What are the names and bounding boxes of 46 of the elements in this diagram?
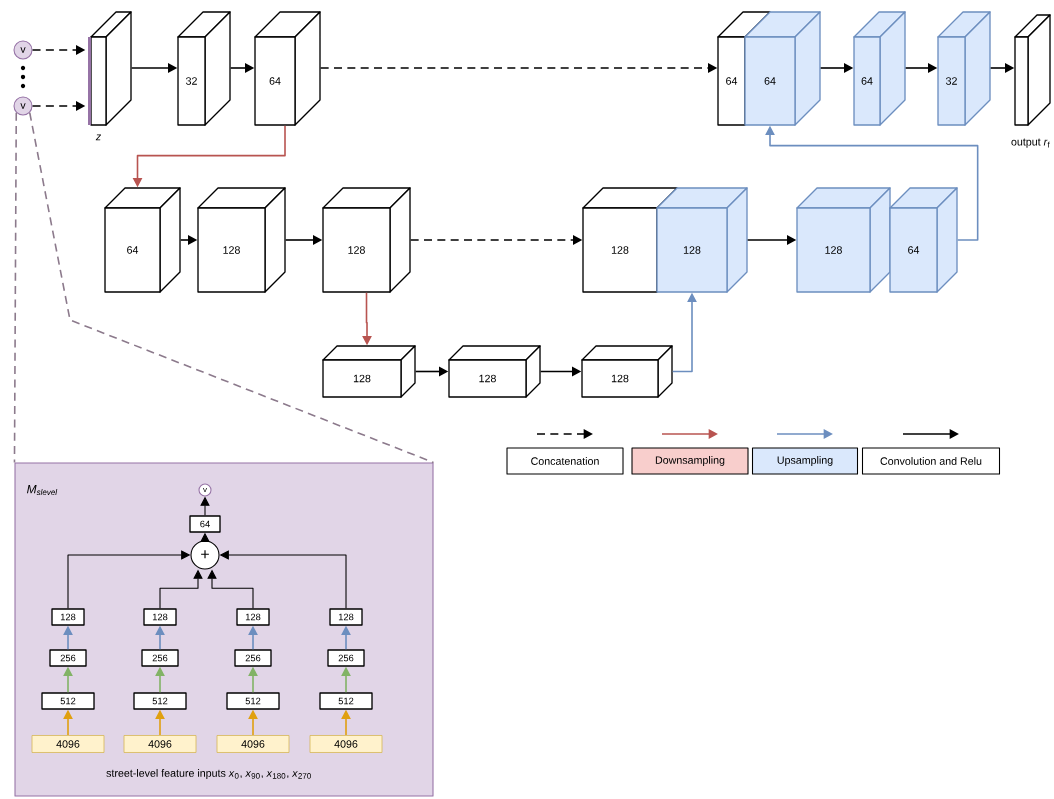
input-box: 4096 (123, 735, 197, 753)
layer-block (88, 11, 132, 126)
layer-box: 128 (329, 608, 363, 626)
layer-block: 128 (322, 187, 411, 293)
node-label: 32 (185, 77, 197, 85)
layer-block: 128 (197, 187, 286, 293)
output-label: output r$_{f}$ (1011, 138, 1050, 148)
caption-text: street-level feature inputs x$_{0}$, x$_{90}$, x$_{180}$, x$_{270}$ (106, 769, 311, 779)
legend-box: Convolution and Relu (861, 447, 1001, 475)
node-label: 32 (945, 77, 957, 85)
layer-block: 128 (448, 345, 541, 398)
layer-box: 512 (41, 692, 95, 710)
layer-block: 128 (582, 187, 678, 293)
layer-block: 64 (254, 11, 321, 126)
layer-block: 32 (937, 11, 991, 126)
layer-block: 64 (104, 187, 181, 293)
layer-block (1014, 14, 1051, 126)
layer-block: 128 (322, 345, 416, 398)
layer-box: 64 (189, 515, 221, 533)
legend-box: Concatenation (506, 447, 624, 475)
layer-block: 128 (656, 187, 748, 293)
layer-block: 64 (889, 187, 958, 293)
layer-box: 128 (143, 608, 177, 626)
layer-box: 256 (327, 649, 365, 667)
layer-box: 128 (236, 608, 270, 626)
layer-box: 128 (51, 608, 85, 626)
layer-block: 128 (796, 187, 891, 293)
layer-block: 64 (744, 11, 821, 126)
layer-box: 512 (226, 692, 280, 710)
layer-box: 256 (234, 649, 272, 667)
block-label: z (95, 134, 102, 141)
input-box: 4096 (216, 735, 290, 753)
input-box: 4096 (31, 735, 105, 753)
layer-box: 256 (49, 649, 87, 667)
node-label: 64 (861, 77, 873, 85)
layer-box: 512 (133, 692, 187, 710)
layer-block: 128 (581, 345, 673, 398)
zoom-line (28, 111, 435, 464)
layer-block: 64 (853, 11, 906, 126)
layer-block: 32 (177, 11, 231, 126)
zoom-line (13, 111, 18, 464)
legend-box: Downsampling (631, 447, 749, 475)
input-box: 4096 (309, 735, 383, 753)
legend-box: Upsampling (751, 447, 859, 475)
layer-box: 512 (319, 692, 373, 710)
layer-box: 256 (141, 649, 179, 667)
